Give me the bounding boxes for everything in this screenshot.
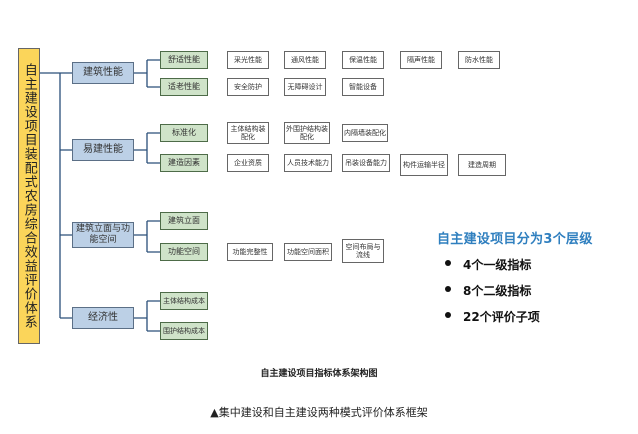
level1-node-building-performance: 建筑性能 [72,62,134,84]
summary-title: 自主建设项目分为3个层级 [437,232,593,247]
level3-node-sound-insulation: 隔声性能 [400,51,442,69]
level2-node-envelope-cost: 围护结构成本 [160,322,208,340]
summary-item: 4个一级指标 [437,256,593,273]
level2-node-main-structure-cost: 主体结构成本 [160,292,208,310]
level1-node-facade-and-space: 建筑立面与功能空间 [72,222,134,248]
level3-node-waterproofing: 防水性能 [458,51,500,69]
level3-node-barrier-free: 无障碍设计 [284,78,326,96]
level3-node-partition-prefab: 内隔墙装配化 [342,124,388,142]
level3-node-company-qualification: 企业资质 [227,154,269,172]
level3-node-ventilation: 通风性能 [284,51,326,69]
level3-node-layout-circulation: 空间布局与流线 [342,239,384,263]
level3-node-smart-devices: 智能设备 [342,78,384,96]
summary-item: 8个二级指标 [437,282,593,299]
bullet-icon [445,312,451,318]
bullet-icon [445,260,451,266]
summary-item-text: 22个评价子项 [463,310,540,324]
summary-item-text: 4个一级指标 [463,258,532,272]
level1-node-economy: 经济性 [72,307,134,329]
level3-node-function-completeness: 功能完整性 [227,243,273,261]
summary-item-text: 8个二级指标 [463,284,532,298]
level3-node-envelope-prefab: 外围护结构装配化 [284,122,330,144]
level3-node-transport-radius: 构件运输半径 [400,154,448,176]
level3-node-staff-skill: 人员技术能力 [284,154,332,172]
bullet-icon [445,286,451,292]
level2-node-function-space: 功能空间 [160,243,208,261]
level2-node-elderly-friendly: 适老性能 [160,78,208,96]
level2-node-standardization: 标准化 [160,124,208,142]
level3-node-hoisting-capacity: 吊装设备能力 [342,154,390,172]
summary-item: 22个评价子项 [437,308,593,325]
summary-list: 4个一级指标 8个二级指标 22个评价子项 [437,256,593,325]
level3-node-construction-period: 建造周期 [458,154,506,176]
level2-node-comfort: 舒适性能 [160,51,208,69]
level3-node-safety-protection: 安全防护 [227,78,269,96]
level2-node-facade: 建筑立面 [160,212,208,230]
level1-node-ease-of-construction: 易建性能 [72,139,134,161]
level3-node-insulation: 保温性能 [342,51,384,69]
figure-caption: ▲集中建设和自主建设两种模式评价体系框架 [210,406,428,419]
diagram-title: 自主建设项目指标体系架构图 [260,369,378,379]
level3-node-main-structure-prefab: 主体结构装配化 [227,122,269,144]
summary-block: 自主建设项目分为3个层级 4个一级指标 8个二级指标 22个评价子项 [437,228,593,325]
level2-node-construction-factors: 建造因素 [160,154,208,172]
level3-node-function-area: 功能空间面积 [284,243,332,261]
root-node: 自主建设项目装配式农房综合效益评价体系 [18,48,40,344]
level3-node-daylighting: 采光性能 [227,51,269,69]
